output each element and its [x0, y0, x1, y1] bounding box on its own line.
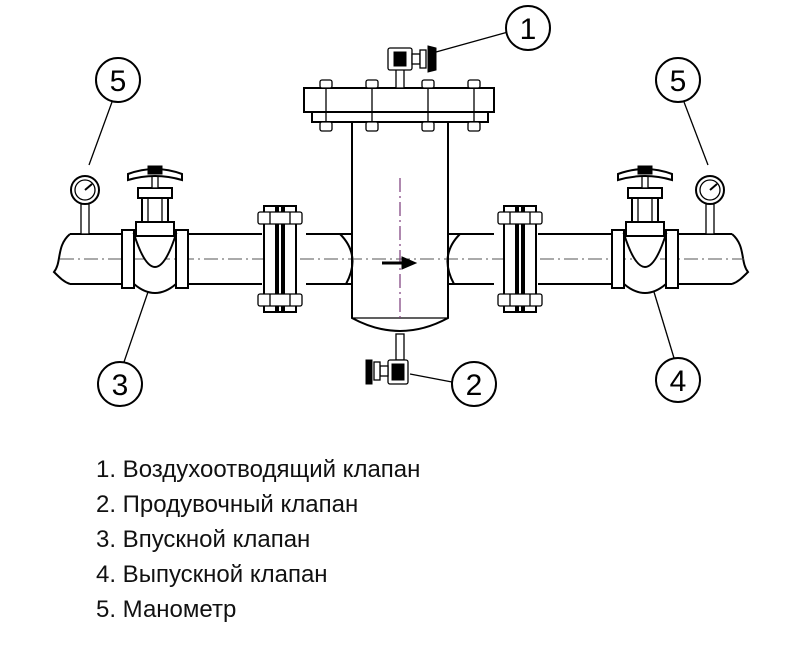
left-flange-pair [257, 205, 303, 313]
pressure-gauge-right [695, 175, 725, 235]
callout-number: 2 [466, 369, 483, 402]
inlet-valve [121, 165, 189, 294]
legend-item-outlet-valve: 4. Выпускной клапан [96, 561, 328, 588]
callout-2: 2 [451, 361, 497, 407]
strainer-body [303, 79, 495, 332]
callout-number: 4 [670, 365, 687, 398]
outlet-valve [611, 165, 679, 294]
air-release-valve [387, 45, 437, 89]
callout-number: 3 [112, 369, 129, 402]
legend: 1. Воздухоотводящий клапан 2. Продувочны… [96, 452, 420, 627]
callout-4: 4 [655, 357, 701, 403]
legend-item-blow-off-valve: 2. Продувочный клапан [96, 491, 359, 518]
legend-item-pressure-gauge: 5. Манометр [96, 596, 237, 623]
leader-lines [88, 31, 709, 383]
callout-number: 5 [670, 65, 687, 98]
legend-item-inlet-valve: 3. Впускной клапан [96, 526, 311, 553]
callout-3: 3 [97, 361, 143, 407]
right-flange-pair [497, 205, 543, 313]
strainer-assembly-diagram: 1 2 3 4 5 5 [52, 5, 750, 407]
callout-number: 1 [520, 13, 537, 46]
callout-5-right: 5 [655, 57, 701, 103]
pressure-gauge-left [70, 175, 100, 235]
blow-off-valve [365, 333, 409, 385]
callout-number: 5 [110, 65, 127, 98]
callout-1: 1 [505, 5, 551, 51]
callout-5-left: 5 [95, 57, 141, 103]
legend-item-air-release-valve: 1. Воздухоотводящий клапан [96, 456, 421, 483]
